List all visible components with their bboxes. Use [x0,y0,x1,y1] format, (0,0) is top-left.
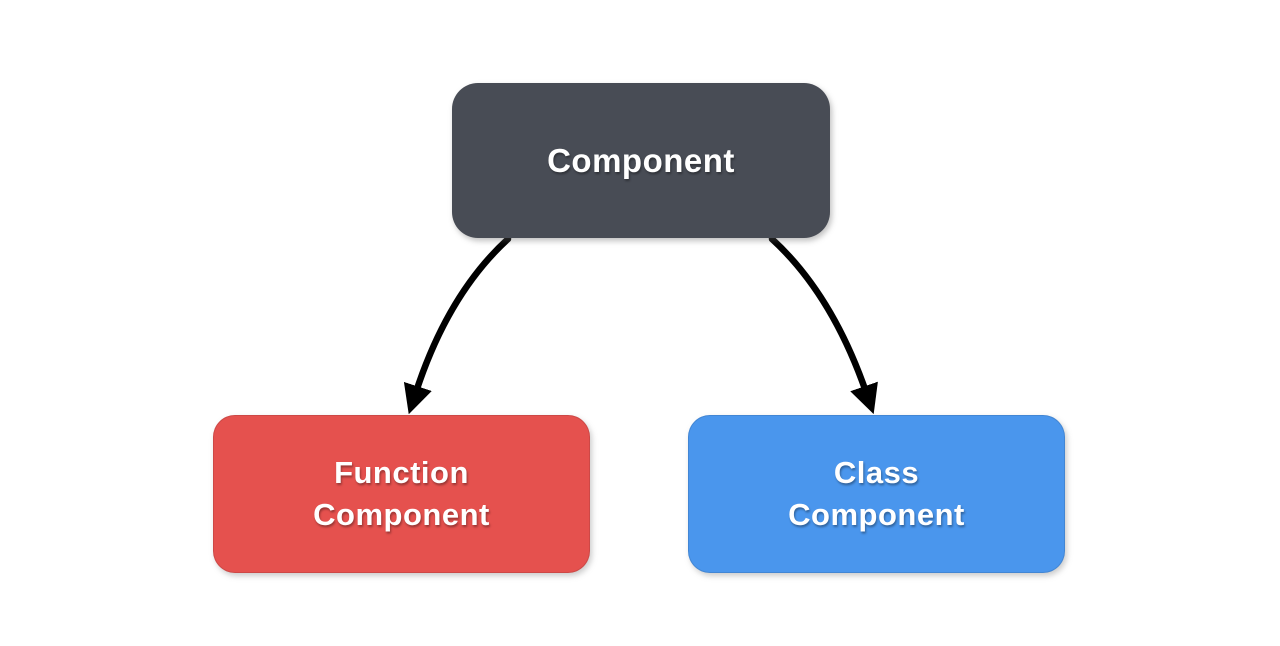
node-function-component-label-line1: Function [334,455,469,490]
node-class-component-label-line1: Class [833,455,920,490]
node-class-component-label: Class Component [788,452,965,536]
node-function-component-label: Function Component [313,452,490,536]
node-component: Component [452,83,830,238]
node-class-component-label-line2: Component [788,497,965,532]
node-function-component-label-line2: Component [313,497,490,532]
node-component-label: Component [547,141,735,179]
node-function-component: Function Component [213,415,590,573]
node-class-component: Class Component [688,415,1065,573]
arrow-component-to-function [403,235,512,415]
arrow-component-to-class [768,235,878,415]
